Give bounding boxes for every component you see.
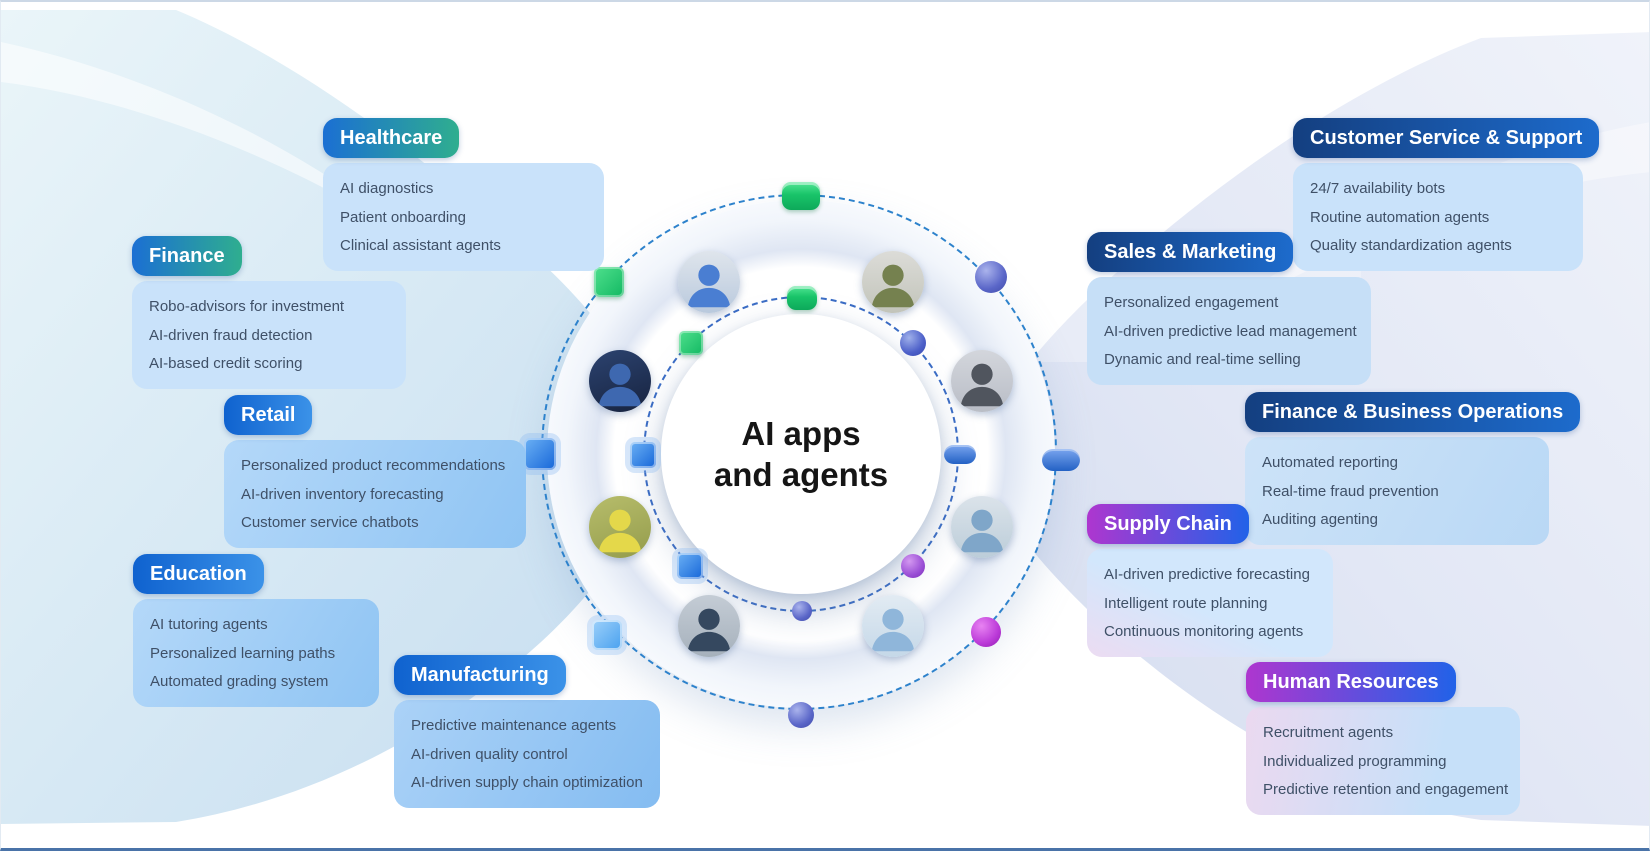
person-silhouette-icon [871, 264, 915, 308]
category-item: Quality standardization agents [1310, 237, 1512, 254]
category-item: AI-driven predictive forecasting [1104, 566, 1310, 583]
category-items-education: AI tutoring agents Personalized learning… [133, 599, 379, 707]
category-header-manufacturing: Manufacturing [394, 655, 566, 695]
avatar-photo-top-left [678, 251, 740, 313]
category-item: Auditing agenting [1262, 511, 1378, 528]
avatar-photo-lower-left [589, 496, 651, 558]
blue-cylinder-icon-outer-right [1042, 449, 1080, 471]
category-card-retail: Retail Personalized product recommendati… [224, 395, 526, 548]
center-title-line1: AI apps [741, 415, 861, 452]
blue-sphere-icon-inner-bottom [792, 601, 812, 621]
avatar-photo-lower-right [951, 496, 1013, 558]
magenta-sphere-icon-outer-lower-right [971, 617, 1001, 647]
category-item: AI-driven supply chain optimization [411, 774, 643, 791]
category-item: Dynamic and real-time selling [1104, 351, 1301, 368]
category-items-finance-business-operations: Automated reporting Real-time fraud prev… [1245, 437, 1549, 545]
category-item: AI-driven predictive lead management [1104, 322, 1357, 340]
category-items-manufacturing: Predictive maintenance agents AI-driven … [394, 700, 660, 808]
category-item: Customer service chatbots [241, 514, 419, 531]
category-items-supply-chain: AI-driven predictive forecasting Intelli… [1087, 549, 1333, 657]
category-card-supply-chain: Supply Chain AI-driven predictive foreca… [1087, 504, 1333, 657]
category-items-healthcare: AI diagnostics Patient onboarding Clinic… [323, 163, 604, 271]
purple-sphere-icon-inner-lower-right [901, 554, 925, 578]
category-item: Predictive retention and engagement [1263, 781, 1509, 798]
category-header-human-resources: Human Resources [1246, 662, 1456, 702]
category-items-customer-service-support: 24/7 availability bots Routine automatio… [1293, 163, 1583, 271]
light-blue-cube-icon-outer-lower-left [592, 620, 622, 650]
category-card-finance: Finance Robo-advisors for investment AI-… [132, 236, 406, 389]
category-header-supply-chain: Supply Chain [1087, 504, 1249, 544]
green-cube-icon-inner-top [787, 286, 817, 310]
category-item: Automated grading system [150, 673, 329, 690]
category-item: AI tutoring agents [150, 616, 268, 633]
category-item: Real-time fraud prevention [1262, 482, 1439, 500]
category-item: Patient onboarding [340, 208, 466, 226]
person-silhouette-icon [687, 608, 731, 652]
category-item: Personalized learning paths [150, 644, 336, 662]
category-item: AI-driven fraud detection [149, 326, 313, 344]
category-item: AI-based credit scoring [149, 355, 303, 372]
category-card-healthcare: Healthcare AI diagnostics Patient onboar… [323, 118, 604, 271]
category-item: Automated reporting [1262, 454, 1398, 471]
blue-sphere-icon-inner-upper-right [900, 330, 926, 356]
person-silhouette-icon [598, 509, 642, 553]
category-item: AI-driven inventory forecasting [241, 485, 444, 503]
center-title: AI apps and agents [661, 314, 941, 594]
category-item: 24/7 availability bots [1310, 180, 1446, 197]
green-cube-icon-inner-upper-left [679, 331, 703, 355]
category-items-human-resources: Recruitment agents Individualized progra… [1246, 707, 1520, 815]
left-wedge-highlight [1, 42, 431, 252]
category-item: Personalized product recommendations [241, 457, 506, 474]
category-item: Intelligent route planning [1104, 594, 1268, 612]
blue-sphere-icon-outer-bottom [788, 702, 814, 728]
indigo-sphere-icon-outer-upper-right [975, 261, 1007, 293]
center-circle [661, 314, 941, 594]
blue-cube-icon-inner-left [630, 442, 656, 468]
person-silhouette-icon [871, 608, 915, 652]
category-header-retail: Retail [224, 395, 313, 435]
category-item: Individualized programming [1263, 752, 1447, 770]
category-item: Continuous monitoring agents [1104, 623, 1304, 640]
category-items-finance: Robo-advisors for investment AI-driven f… [132, 281, 406, 389]
category-item: Predictive maintenance agents [411, 717, 617, 734]
category-items-sales-marketing: Personalized engagement AI-driven predic… [1087, 277, 1371, 385]
category-header-education: Education [133, 554, 264, 594]
category-item: Routine automation agents [1310, 208, 1490, 226]
category-card-manufacturing: Manufacturing Predictive maintenance age… [394, 655, 660, 808]
category-header-healthcare: Healthcare [323, 118, 460, 158]
category-header-finance-business-operations: Finance & Business Operations [1245, 392, 1581, 432]
avatar-photo-bottom-left [678, 595, 740, 657]
category-item: AI diagnostics [340, 180, 434, 197]
person-silhouette-icon [960, 363, 1004, 407]
category-header-sales-marketing: Sales & Marketing [1087, 232, 1294, 272]
center-title-line2: and agents [713, 456, 889, 493]
blue-cube-icon-outer-left [524, 438, 556, 470]
category-item: Clinical assistant agents [340, 237, 501, 254]
blue-cylinder-icon-inner-right [944, 445, 976, 464]
category-items-retail: Personalized product recommendations AI-… [224, 440, 526, 548]
green-cube-icon-outer-upper-left [594, 267, 624, 297]
person-silhouette-icon [598, 363, 642, 407]
category-item: Recruitment agents [1263, 724, 1394, 741]
category-item: Robo-advisors for investment [149, 298, 345, 315]
category-card-finance-business-operations: Finance & Business Operations Automated … [1245, 392, 1581, 545]
person-silhouette-icon [687, 264, 731, 308]
avatar-photo-bottom-right [862, 595, 924, 657]
category-card-customer-service-support: Customer Service & Support 24/7 availabi… [1293, 118, 1600, 271]
blue-cube-icon-inner-lower-left [677, 553, 703, 579]
category-card-education: Education AI tutoring agents Personalize… [133, 554, 379, 707]
category-item: AI-driven quality control [411, 745, 568, 763]
category-header-customer-service-support: Customer Service & Support [1293, 118, 1600, 158]
avatar-photo-top-right [862, 251, 924, 313]
category-card-sales-marketing: Sales & Marketing Personalized engagemen… [1087, 232, 1371, 385]
category-header-finance: Finance [132, 236, 242, 276]
category-item: Personalized engagement [1104, 294, 1279, 311]
person-silhouette-icon [960, 509, 1004, 553]
green-cylinder-icon-outer-top [782, 182, 820, 210]
avatar-photo-upper-left [589, 350, 651, 412]
category-card-human-resources: Human Resources Recruitment agents Indiv… [1246, 662, 1520, 815]
avatar-photo-upper-right [951, 350, 1013, 412]
